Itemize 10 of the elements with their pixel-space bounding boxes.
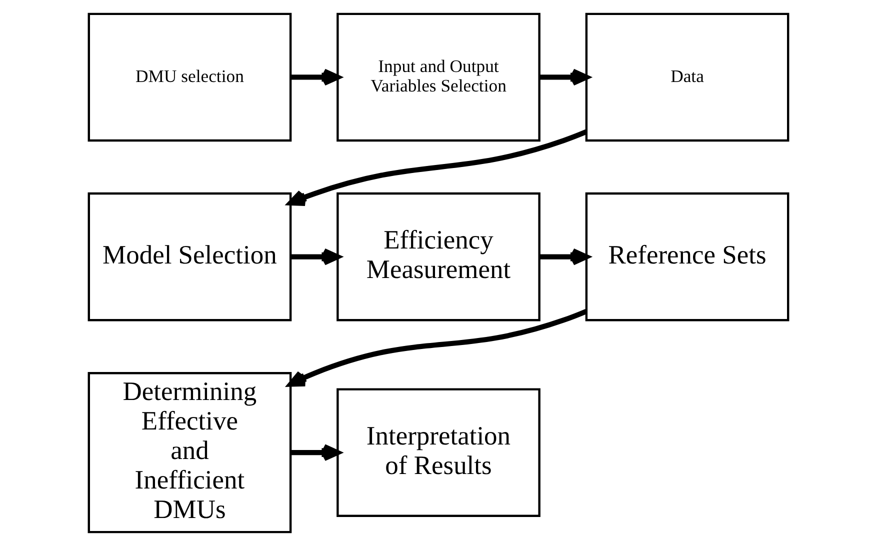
node-box: Efficiency Measurement (336, 192, 540, 322)
node-box: Determining Effective and Inefficient DMUs (87, 372, 292, 534)
node-box: Model Selection (87, 192, 292, 322)
node-box: Input and Output Variables Selection (336, 12, 540, 142)
arrow (287, 129, 587, 206)
node-box: DMU selection (87, 12, 292, 142)
node-box: Reference Sets (584, 192, 789, 322)
arrow (288, 308, 587, 387)
node-box: Data (584, 12, 789, 142)
node-box: Interpretation of Results (336, 388, 540, 517)
